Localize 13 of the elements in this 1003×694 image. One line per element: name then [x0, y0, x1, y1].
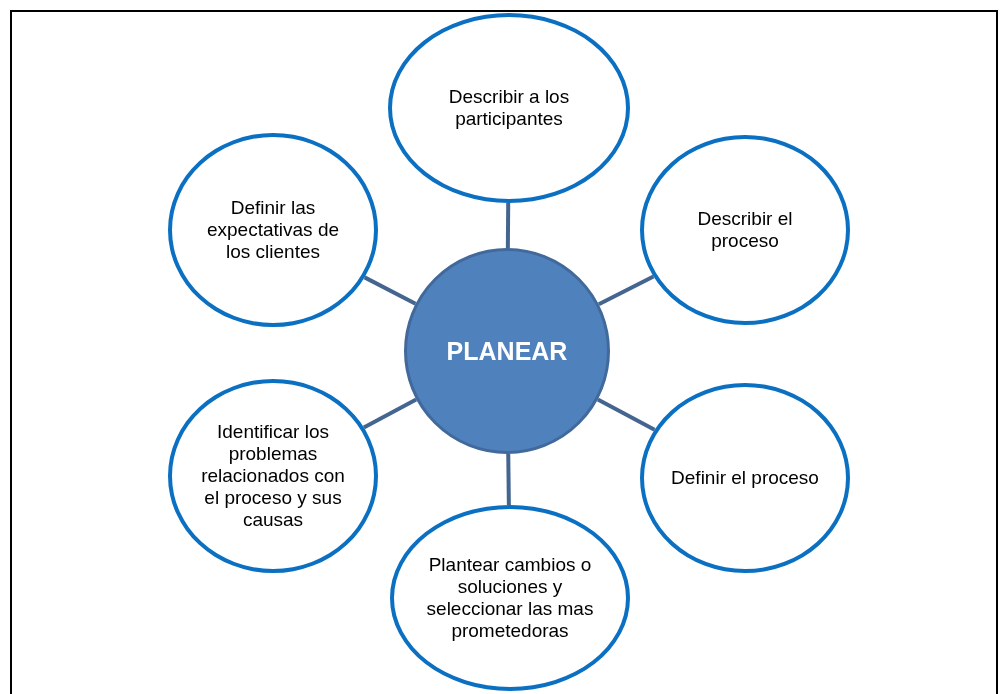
- connector-line: [506, 453, 511, 506]
- connector-line: [505, 202, 511, 248]
- topic-label: Identificar los problemas relacionados con el proceso y sus causas: [200, 421, 346, 531]
- connector-line: [597, 274, 655, 307]
- topic-label: Definir las expectativas de los clientes: [206, 197, 340, 263]
- topic-label: Describir a los participantes: [447, 86, 571, 130]
- topic-label: Definir el proceso: [671, 467, 819, 489]
- topic-label: Plantear cambios o soluciones y seleccionar las mas prometedoras: [425, 554, 595, 642]
- topic-label: Describir el proceso: [696, 208, 794, 252]
- connector-line: [363, 275, 417, 306]
- connector-line: [596, 397, 656, 432]
- connector-line: [362, 397, 418, 430]
- central-label: PLANEAR: [446, 336, 568, 366]
